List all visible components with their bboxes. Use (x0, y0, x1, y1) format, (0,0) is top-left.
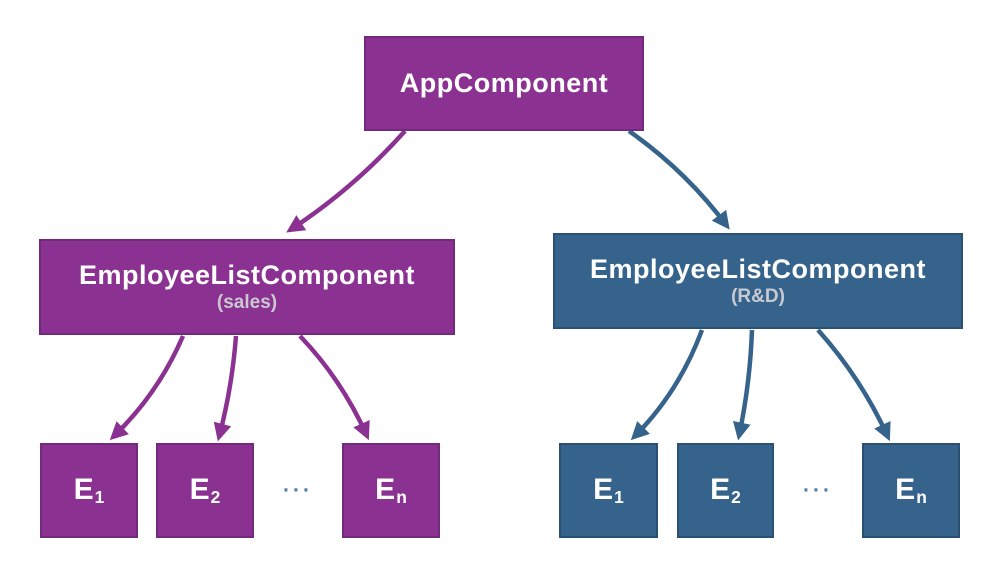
node-employee-list-sales: EmployeeListComponent (sales) (39, 239, 455, 335)
node-rd-title: EmployeeListComponent (589, 253, 927, 284)
leaf-base: E (710, 472, 731, 506)
leaf-sub: n (916, 487, 927, 508)
leaf-label: E2 (710, 473, 741, 509)
node-app-component: AppComponent (364, 36, 644, 131)
leaf-sub: n (396, 487, 407, 508)
leaf-sub: 2 (731, 487, 741, 508)
leaf-label: En (895, 473, 927, 509)
arrow-rd-to-e2 (732, 329, 755, 441)
arrow-rd-to-en (816, 328, 891, 442)
leaf-base: E (593, 472, 614, 506)
node-sales-employee-1: E1 (40, 443, 138, 538)
node-app-title: AppComponent (399, 67, 609, 98)
leaf-label: E1 (74, 473, 105, 509)
node-rd-subtitle: (R&D) (731, 285, 785, 307)
arrow-sales-to-en (298, 334, 370, 441)
ellipsis-rd: ··· (803, 478, 833, 502)
node-rd-employee-n: En (862, 443, 960, 538)
leaf-base: E (375, 472, 396, 506)
leaf-label: En (375, 473, 407, 509)
node-sales-employee-2: E2 (156, 443, 254, 538)
arrow-sales-to-e1 (109, 335, 186, 441)
node-rd-employee-2: E2 (677, 443, 774, 538)
leaf-base: E (73, 472, 94, 506)
arrow-app-to-sales (286, 129, 407, 233)
arrow-sales-to-e2 (213, 335, 239, 442)
arrow-app-to-rd (627, 129, 730, 230)
leaf-label: E1 (593, 473, 624, 509)
leaf-label: E2 (190, 473, 221, 509)
node-sales-employee-n: En (342, 443, 440, 538)
arrow-rd-to-e1 (630, 329, 705, 441)
node-sales-subtitle: (sales) (216, 291, 278, 313)
leaf-sub: 2 (210, 487, 221, 508)
leaf-sub: 1 (614, 487, 624, 508)
node-rd-employee-1: E1 (559, 443, 658, 538)
node-employee-list-rd: EmployeeListComponent (R&D) (553, 233, 963, 329)
leaf-base: E (895, 472, 916, 506)
leaf-sub: 1 (94, 487, 105, 508)
node-sales-title: EmployeeListComponent (78, 259, 416, 290)
leaf-base: E (189, 472, 210, 506)
ellipsis-sales: ··· (283, 478, 313, 502)
